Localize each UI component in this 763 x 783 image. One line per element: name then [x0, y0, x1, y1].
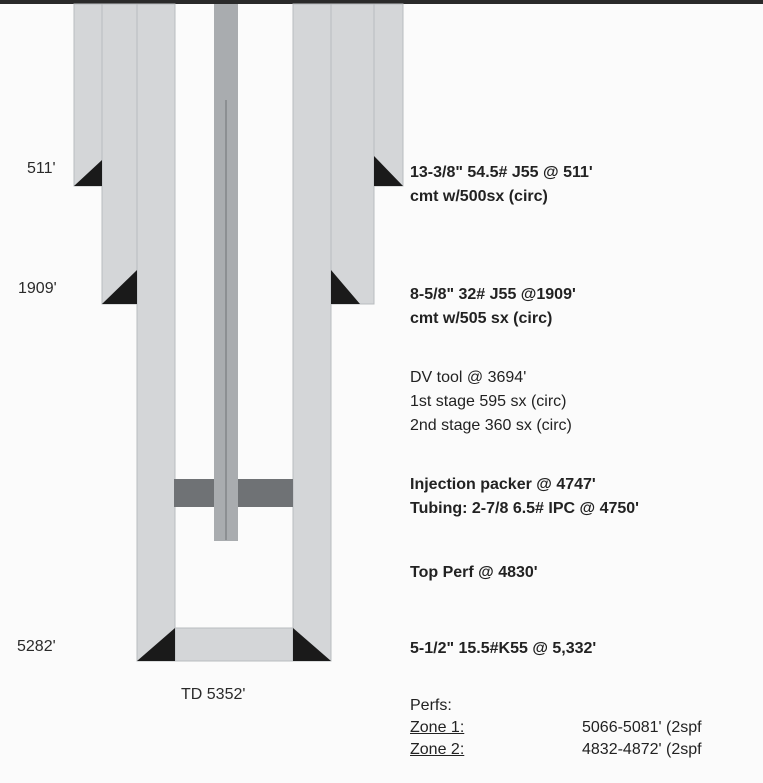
top-perf-label: Top Perf @ 4830' — [410, 564, 538, 581]
surface-shoe-left — [74, 160, 102, 186]
injection-packer-label: Injection packer @ 4747' — [410, 476, 596, 493]
perf-zone-row: Zone 1: 5066-5081' (2spf — [410, 717, 702, 739]
perf-zone-interval: 4832-4872' (2spf — [582, 741, 702, 758]
total-depth-label: TD 5352' — [181, 686, 246, 703]
surface-casing-cement: cmt w/500sx (circ) — [410, 188, 548, 205]
intermediate-shoe-left — [102, 270, 137, 304]
production-casing-right-wall — [292, 3, 332, 662]
dv-tool-depth: DV tool @ 3694' — [410, 369, 527, 386]
production-shoe-left — [137, 628, 175, 661]
intermediate-casing-spec: 8-5/8" 32# J55 @1909' — [410, 286, 576, 303]
perf-zone-name: Zone 1: — [410, 719, 465, 736]
depth-label-surface-shoe: 511' — [27, 160, 56, 177]
production-casing-left-wall — [136, 3, 176, 662]
injection-packer-left — [174, 479, 214, 507]
depth-label-production-shoe: 5282' — [17, 638, 56, 655]
perf-zone-row: Zone 2: 4832-4872' (2spf — [410, 739, 702, 761]
perfs-block: Perfs: Zone 1: 5066-5081' (2spf Zone 2: … — [410, 695, 702, 761]
tubing-label: Tubing: 2-7/8 6.5# IPC @ 4750' — [410, 500, 639, 517]
dv-tool-stage-1: 1st stage 595 sx (circ) — [410, 393, 567, 410]
perfs-title: Perfs: — [410, 697, 452, 714]
intermediate-casing-right-wall — [330, 3, 375, 305]
intermediate-casing-left-wall — [101, 3, 138, 305]
surface-shoe-right — [374, 156, 403, 186]
perf-zone-name: Zone 2: — [410, 741, 465, 758]
dv-tool-stage-2: 2nd stage 360 sx (circ) — [410, 417, 572, 434]
intermediate-shoe-right — [331, 270, 360, 304]
production-casing-spec: 5-1/2" 15.5#K55 @ 5,332' — [410, 640, 597, 657]
surface-casing-left-wall — [73, 3, 103, 187]
surface-casing-right-wall — [373, 3, 404, 187]
production-shoe-right — [293, 628, 331, 661]
intermediate-casing-cement: cmt w/505 sx (circ) — [410, 310, 553, 327]
top-border — [0, 0, 763, 4]
perf-zone-interval: 5066-5081' (2spf — [582, 719, 702, 736]
injection-packer-right — [238, 479, 293, 507]
surface-casing-spec: 13-3/8" 54.5# J55 @ 511' — [410, 164, 593, 181]
depth-label-intermediate-shoe: 1909' — [18, 280, 57, 297]
bottom-cement — [174, 627, 294, 662]
